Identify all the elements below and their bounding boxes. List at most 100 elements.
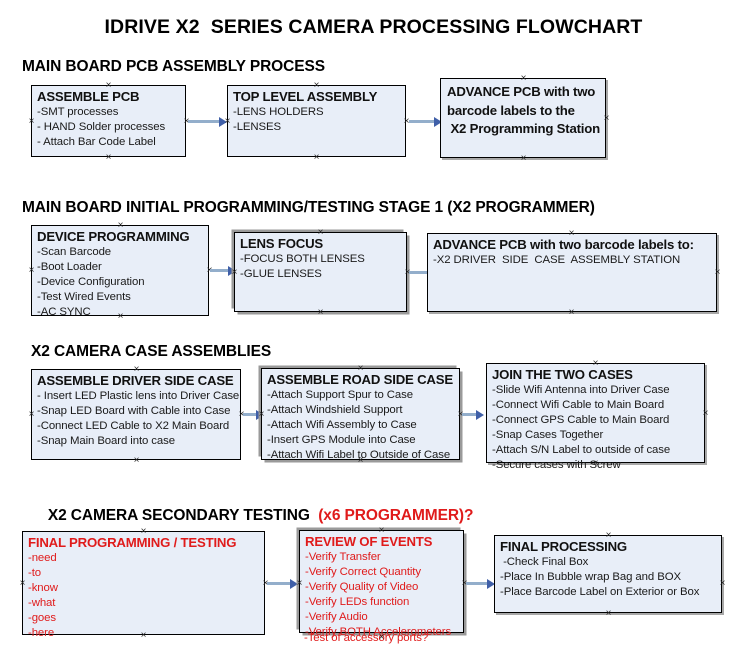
box-line: -Verify Audio (305, 611, 368, 624)
box-title: TOP LEVEL ASSEMBLY (233, 89, 378, 104)
box-line: -Test Wired Events (37, 291, 131, 304)
box-title: FINAL PROCESSING (500, 539, 627, 554)
section-heading-2: MAIN BOARD INITIAL PROGRAMMING/TESTING S… (22, 199, 595, 216)
connection-handle[interactable] (139, 527, 148, 536)
connection-handle[interactable] (27, 266, 36, 275)
box-line: -Verify Transfer (305, 550, 381, 563)
section-heading-3: X2 CAMERA CASE ASSEMBLIES (31, 343, 272, 360)
connection-handle[interactable] (718, 579, 727, 588)
connection-handle[interactable] (132, 456, 141, 465)
connection-handle[interactable] (223, 117, 232, 126)
process-box-assemble-driver-side-case[interactable]: ASSEMBLE DRIVER SIDE CASE - Insert LED P… (31, 369, 241, 460)
connection-handle[interactable] (377, 633, 386, 642)
process-box-advance-pcb-driver-side[interactable]: ADVANCE PCB with two barcode labels to: … (427, 233, 717, 312)
connection-handle[interactable] (312, 153, 321, 162)
box-line: -goes (28, 612, 56, 625)
connection-handle[interactable] (104, 153, 113, 162)
connection-handle[interactable] (356, 456, 365, 465)
connection-handle[interactable] (18, 579, 27, 588)
connection-handle[interactable] (591, 459, 600, 468)
box-line: -Secure cases with Screw (492, 459, 621, 472)
box-line: -Verify BOTH Accelerometers (305, 626, 452, 639)
box-line: -LENS HOLDERS (233, 105, 324, 118)
box-line: -Device Configuration (37, 275, 145, 288)
box-title: ADVANCE PCB with two barcode labels to t… (447, 84, 600, 137)
connection-handle[interactable] (519, 74, 528, 83)
page-title: IDRIVE X2 SERIES CAMERA PROCESSING FLOWC… (104, 16, 643, 38)
box-line: -here (28, 627, 55, 640)
connection-handle[interactable] (591, 359, 600, 368)
process-box-top-level-assembly[interactable]: TOP LEVEL ASSEMBLY -LENS HOLDERS -LENSES (227, 85, 406, 157)
process-box-assemble-road-side-case[interactable]: ASSEMBLE ROAD SIDE CASE -Attach Support … (261, 368, 460, 462)
section-heading-4-text: X2 CAMERA SECONDARY TESTING (47, 507, 319, 524)
connection-handle[interactable] (104, 81, 113, 90)
box-line: -Place Barcode Label on Exterior or Box (500, 585, 700, 598)
connection-handle[interactable] (257, 410, 266, 419)
connection-handle[interactable] (604, 531, 613, 540)
box-line: -Attach Windshield Support (267, 403, 403, 416)
process-box-review-of-events[interactable]: REVIEW OF EVENTS -Verify Transfer -Verif… (299, 530, 464, 638)
connector-arrow (188, 120, 222, 123)
connection-handle[interactable] (604, 609, 613, 618)
connection-handle[interactable] (701, 409, 710, 418)
box-line: -Connect Wifi Cable to Main Board (492, 398, 665, 411)
box-title: LENS FOCUS (240, 236, 323, 251)
connection-handle[interactable] (230, 268, 239, 277)
box-line: -Attach S/N Label to outside of case (492, 444, 671, 457)
connector-arrow (462, 413, 478, 416)
connection-handle[interactable] (316, 308, 325, 317)
box-line: -X2 DRIVER SIDE CASE ASSEMBLY STATION (433, 253, 681, 266)
process-box-lens-focus[interactable]: LENS FOCUS -FOCUS BOTH LENSES -GLUE LENS… (234, 232, 407, 312)
box-title: ASSEMBLE ROAD SIDE CASE (267, 372, 453, 387)
box-line: -Insert GPS Module into Case (267, 434, 416, 447)
connection-handle[interactable] (27, 117, 36, 126)
box-line: -LENSES (233, 120, 282, 133)
box-line: -AC SYNC (37, 306, 91, 319)
connection-handle[interactable] (27, 410, 36, 419)
process-box-join-the-two-cases[interactable]: JOIN THE TWO CASES -Slide Wifi Antenna i… (486, 363, 705, 471)
connection-handle[interactable] (377, 526, 386, 535)
connection-handle[interactable] (356, 364, 365, 373)
box-line: - Insert LED Plastic lens into Driver Ca… (37, 389, 240, 402)
connection-handle[interactable] (519, 154, 528, 163)
box-line: -know (28, 581, 58, 594)
process-box-assemble-pcb[interactable]: ASSEMBLE PCB -SMT processes - HAND Solde… (31, 85, 186, 157)
process-box-final-processing[interactable]: FINAL PROCESSING -Check Final Box -Place… (494, 535, 722, 613)
section-heading-4-red: (x6 PROGRAMMER)? (318, 507, 474, 524)
connection-handle[interactable] (312, 81, 321, 90)
connection-handle[interactable] (316, 228, 325, 237)
box-line: -Place In Bubble wrap Bag and BOX (500, 570, 681, 583)
box-title: DEVICE PROGRAMMING (37, 229, 190, 244)
arrowhead-icon (290, 578, 298, 589)
box-title: JOIN THE TWO CASES (492, 367, 633, 382)
process-box-advance-pcb-programming-station[interactable]: ADVANCE PCB with two barcode labels to t… (440, 78, 606, 158)
connection-handle[interactable] (567, 229, 576, 238)
box-line: -Slide Wifi Antenna into Driver Case (492, 383, 670, 396)
connector-arrow (409, 271, 431, 274)
box-line: -to (28, 566, 41, 579)
process-box-device-programming[interactable]: DEVICE PROGRAMMING -Scan Barcode -Boot L… (31, 225, 209, 318)
box-line: -Verify LEDs function (305, 596, 410, 609)
process-box-final-programming-testing[interactable]: FINAL PROGRAMMING / TESTING -need -to -k… (22, 531, 265, 639)
box-line: -Snap Main Board into case (37, 435, 175, 448)
box-line: -Attach Support Spur to Case (267, 388, 413, 401)
connection-handle[interactable] (116, 221, 125, 230)
box-line: - HAND Solder processes (37, 120, 166, 133)
connection-handle[interactable] (713, 268, 722, 277)
box-title: ADVANCE PCB with two barcode labels to: (433, 237, 694, 252)
connector-arrow (466, 582, 490, 585)
section-heading-4: X2 CAMERA SECONDARY TESTING (x6 PROGRAMM… (31, 489, 474, 543)
box-line: -FOCUS BOTH LENSES (240, 252, 365, 265)
connection-handle[interactable] (132, 365, 141, 374)
box-line: -Attach Wifi Label to Outside of Case (267, 449, 451, 462)
connection-handle[interactable] (602, 114, 611, 123)
box-line: -Snap LED Board with Cable into Case (37, 404, 231, 417)
box-line: -Verify Quality of Video (305, 580, 419, 593)
connection-handle[interactable] (116, 312, 125, 321)
connection-handle[interactable] (295, 579, 304, 588)
connection-handle[interactable] (139, 631, 148, 640)
connector-arrow (243, 413, 259, 416)
connection-handle[interactable] (567, 308, 576, 317)
box-line: -Connect GPS Cable to Main Board (492, 413, 670, 426)
